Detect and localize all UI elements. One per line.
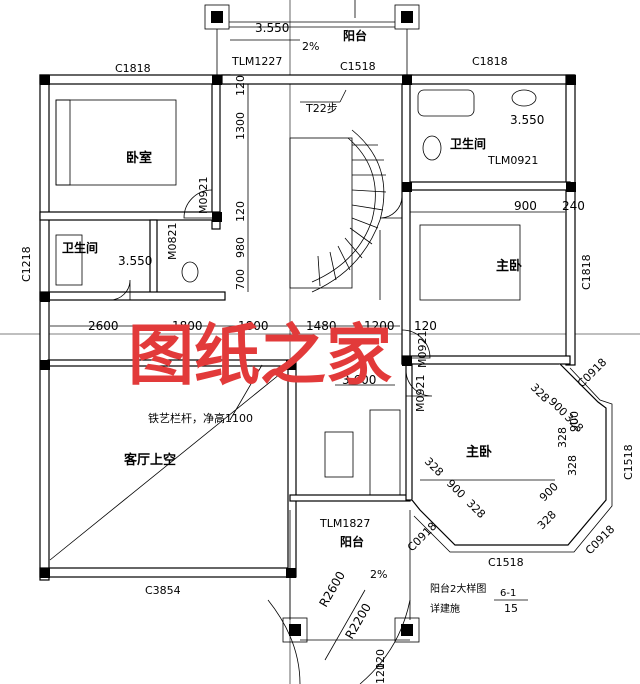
dim-1800-b: 1800 [238, 319, 269, 333]
dim-700: 700 [234, 269, 247, 290]
detail-sheet-label: 详建施 [430, 602, 460, 615]
label-c1518-top: C1518 [340, 60, 376, 73]
fixtures [55, 89, 561, 496]
dim-3600: 3.600 [342, 373, 376, 387]
railing [49, 364, 286, 561]
dim-1800-a: 1800 [172, 319, 203, 333]
dim-240: 240 [562, 199, 585, 213]
top-balcony [204, 0, 420, 75]
label-c1818-right: C1818 [472, 55, 508, 68]
label-c1218: C1218 [20, 246, 33, 282]
dim-2600: 2600 [88, 319, 119, 333]
octagon-bay [411, 363, 613, 553]
label-tlm1227: TLM1227 [231, 55, 282, 68]
dim-980: 980 [234, 237, 247, 258]
label-c1518-bottom: C1518 [488, 556, 524, 569]
room-balcony-bottom: 阳台 [340, 534, 364, 549]
room-labels: 卧室 卫生间 卫生间 主卧 主卧 客厅上空 阳台 阳台 [62, 28, 522, 549]
dim-328-3: 328 [556, 427, 569, 448]
detail-num-top: 6-1 [500, 588, 516, 599]
railing-label: 铁艺栏杆，净高1100 [148, 411, 253, 425]
watermark: 图纸之家 [128, 317, 392, 394]
dim-1300: 1300 [234, 112, 247, 140]
slope-top: 2% [302, 40, 319, 53]
room-bathroom-left: 卫生间 [62, 240, 98, 255]
dim-3550-right: 3.550 [510, 113, 544, 127]
dim-120-c: 120 [414, 319, 437, 333]
label-c3854: C3854 [145, 584, 181, 597]
dim-120-d: 120 [374, 649, 387, 670]
label-c0918-c: C0918 [583, 523, 617, 557]
label-c1818-left: C1818 [115, 62, 151, 75]
label-m0921-a: M0921 [197, 177, 210, 215]
room-master-bedroom-lower: 主卧 [466, 444, 492, 460]
dim-120-e: 120 [374, 663, 387, 684]
label-m0921-b: M0921 [416, 331, 429, 369]
annotations: T22步 铁艺栏杆，净高1100 2% 2% 阳台2大样图 详建施 6-1 15 [148, 40, 528, 615]
dim-3550-left: 3.550 [118, 254, 152, 268]
label-m0821: M0821 [166, 223, 179, 261]
stairs-label: T22步 [305, 102, 338, 115]
staircase [289, 89, 387, 300]
door-swings [109, 189, 433, 397]
label-c1518-side: C1518 [622, 444, 635, 480]
dim-1200: 1200 [364, 319, 395, 333]
room-master-bedroom-upper: 主卧 [496, 258, 522, 274]
dim-328-4: 328 [566, 455, 579, 476]
detail-num-bottom: 15 [504, 602, 518, 615]
room-bathroom-right: 卫生间 [450, 136, 486, 151]
columns [40, 75, 576, 578]
detail-ref-label: 阳台2大样图 [430, 582, 486, 595]
dim-900-2: 900 [568, 411, 581, 432]
dim-120-a: 120 [234, 75, 247, 96]
bottom-balcony [267, 510, 420, 684]
dim-3550-top: 3.550 [255, 21, 289, 35]
label-tlm0921: TLM0921 [487, 154, 538, 167]
room-bedroom: 卧室 [126, 150, 152, 166]
dimension-lines [50, 39, 565, 661]
dim-120-b: 120 [234, 201, 247, 222]
label-tlm1827: TLM1827 [319, 517, 370, 530]
label-c1818-side: C1818 [580, 254, 593, 290]
slope-bottom: 2% [370, 568, 387, 581]
dim-1480: 1480 [306, 319, 337, 333]
label-c0918-a: C0918 [575, 356, 609, 390]
room-balcony-top: 阳台 [343, 28, 367, 43]
room-living-void: 客厅上空 [124, 452, 176, 468]
dim-r2600: R2600 [316, 569, 348, 610]
label-m0921-c: M0921 [414, 375, 427, 413]
exterior-walls [39, 74, 576, 581]
dim-900-top: 900 [514, 199, 537, 213]
